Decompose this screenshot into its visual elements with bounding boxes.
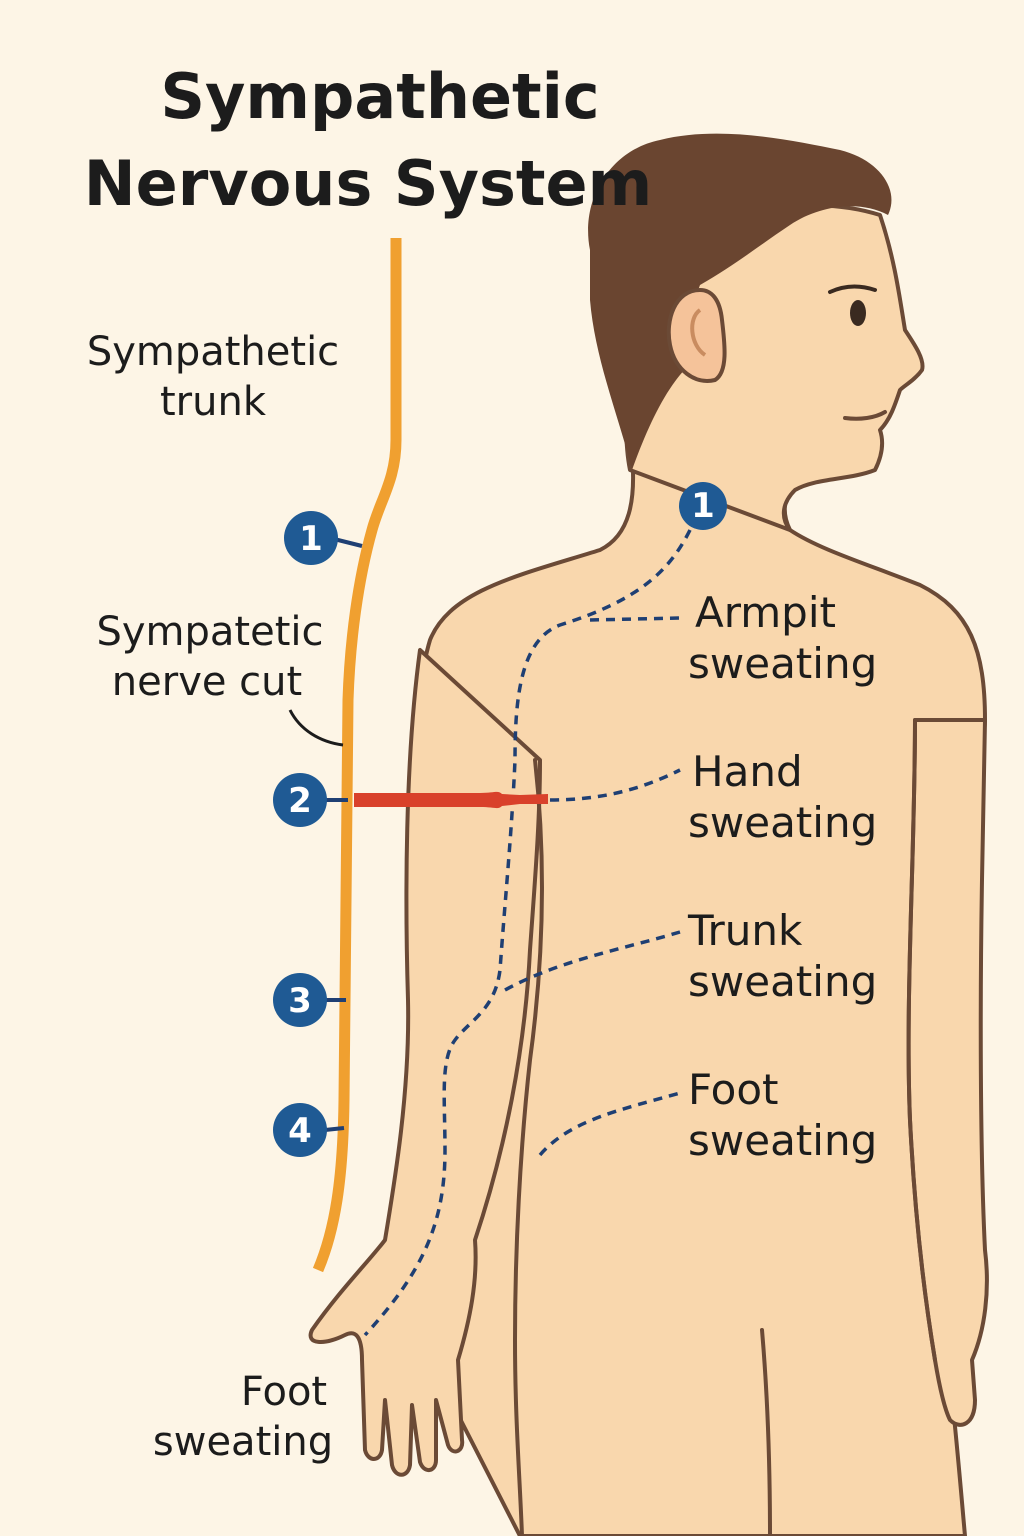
armpit-label-line-1: Armpit xyxy=(695,588,836,637)
marker-3: 3 xyxy=(273,973,327,1027)
ear-inner xyxy=(690,308,707,357)
marker-2: 2 xyxy=(273,773,327,827)
right-body-divider xyxy=(906,718,937,1362)
svg-text:4: 4 xyxy=(288,1111,312,1151)
nerve-pathways xyxy=(363,529,692,1337)
foot-label-line-2: sweating xyxy=(153,1419,333,1465)
svg-text:1: 1 xyxy=(691,486,715,526)
trunk-sweat-label-line-2: sweating xyxy=(688,957,877,1006)
svg-text:3: 3 xyxy=(288,981,312,1021)
left-labels: Sympathetic trunk Sympatetic nerve cut F… xyxy=(87,329,339,1465)
cut-label-line-1: Sympatetic xyxy=(96,609,323,655)
cut-label-pointer xyxy=(288,709,344,747)
cut-label-line-2: nerve cut xyxy=(112,659,302,705)
eye xyxy=(850,300,866,326)
hand-branch xyxy=(549,768,681,802)
foot-label-line-1: Foot xyxy=(241,1369,327,1415)
armpit-label-line-2: sweating xyxy=(688,639,877,688)
eyebrow xyxy=(828,284,877,294)
right-labels: Armpit sweating Hand sweating Trunk swea… xyxy=(687,588,877,1165)
foot-sweat-label-line-2: sweating xyxy=(688,1116,877,1165)
trunk-branch xyxy=(504,930,681,992)
trunk-sweat-label-line-1: Trunk xyxy=(687,906,803,955)
mouth xyxy=(843,410,887,421)
svg-text:2: 2 xyxy=(288,781,312,821)
marker-1: 1 xyxy=(284,511,338,565)
trunk-label-line-2: trunk xyxy=(160,379,267,425)
torso xyxy=(408,453,987,1536)
hand-label-line-2: sweating xyxy=(688,798,877,847)
trunk-label-line-1: Sympathetic xyxy=(87,329,339,375)
leg-divider xyxy=(760,1328,772,1536)
ear xyxy=(666,287,727,383)
human-figure xyxy=(308,133,989,1536)
arm-body-divider xyxy=(512,758,544,1536)
sympathetic-nerve-cut-line xyxy=(354,791,548,809)
hand-label-line-1: Hand xyxy=(692,747,803,796)
title-line-2: Nervous System xyxy=(84,147,652,220)
hair xyxy=(588,133,892,471)
foot-branch xyxy=(538,1091,681,1157)
left-arm xyxy=(308,648,542,1477)
sympathetic-trunk-line xyxy=(312,238,402,1273)
title-line-1: Sympathetic xyxy=(160,60,599,133)
trunk-markers: 1 2 3 4 xyxy=(273,511,338,1157)
neck-marker: 1 xyxy=(679,482,727,530)
marker-4: 4 xyxy=(273,1103,327,1157)
foot-sweat-label-line-1: Foot xyxy=(688,1065,779,1114)
main-dashed-nerve xyxy=(363,529,692,1337)
page-title: Sympathetic Nervous System xyxy=(84,60,652,220)
svg-text:1: 1 xyxy=(299,519,323,559)
